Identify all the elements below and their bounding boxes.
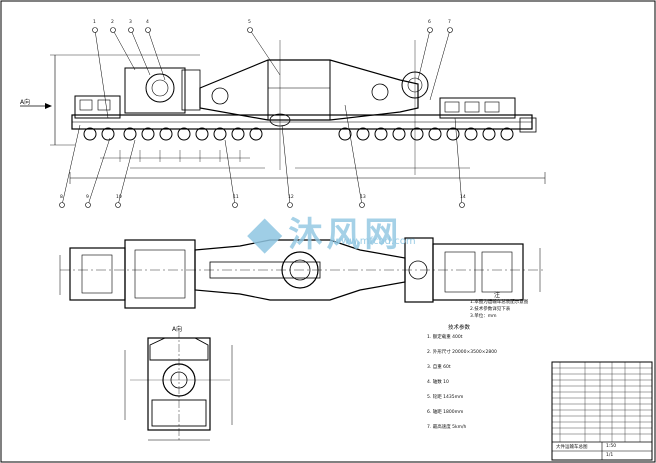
tech-spec-item: 2. 外形尺寸 20000×3500×2800: [427, 350, 497, 355]
tech-spec-heading: 技术参数: [448, 325, 471, 331]
section-a-view: [124, 330, 233, 441]
part-balloon-label: 7: [448, 20, 451, 25]
part-balloon-label: 10: [116, 195, 122, 200]
drawing-name: 大件运输车总图: [556, 445, 588, 450]
tech-spec-item: 6. 轴距 1800mm: [427, 410, 464, 415]
watermark-logo-icon: ◆: [247, 204, 283, 259]
part-balloon-label: 9: [86, 195, 89, 200]
part-balloon-label: 11: [233, 195, 239, 200]
drawing-sheet: 1/1: [606, 453, 614, 458]
notes-line-2: 2.技术参数详见下表: [470, 307, 511, 312]
part-balloon-label: 8: [60, 195, 63, 200]
tech-spec-item: 1. 额定载重 400t: [427, 335, 463, 340]
tech-spec-item: 4. 轴数 10: [427, 380, 449, 385]
part-balloon-label: 3: [129, 20, 132, 25]
section-view-title: A向: [172, 326, 183, 333]
part-balloon-label: 14: [460, 195, 466, 200]
part-balloon-label: 1: [93, 20, 96, 25]
notes-line-3: 3.单位：mm: [470, 314, 497, 319]
top-view: [59, 237, 545, 309]
title-block: [551, 361, 653, 461]
notes-heading: 注: [494, 292, 501, 299]
watermark-url: www.mfcad.com: [333, 236, 416, 247]
part-balloon-label: 12: [288, 195, 294, 200]
watermark: ◆ 沐风网: [247, 207, 402, 256]
notes-line-1: 1.本图为运输车总装配示意图: [470, 300, 529, 305]
part-balloon-label: 13: [360, 195, 366, 200]
tech-spec-item: 5. 轮距 1435mm: [427, 395, 464, 400]
drawing-scale: 1:50: [606, 444, 617, 449]
watermark-text: 沐风网: [288, 215, 403, 255]
side-view: [20, 27, 546, 208]
tech-spec-item: 3. 自重 60t: [427, 365, 451, 370]
part-balloon-label: 4: [146, 20, 149, 25]
part-balloon-label: 6: [428, 20, 431, 25]
side-view-marker: A向: [20, 99, 31, 106]
part-balloon-label: 5: [248, 20, 251, 25]
tech-spec-item: 7. 最高速度 5km/h: [427, 425, 467, 430]
part-balloon-label: 2: [111, 20, 114, 25]
